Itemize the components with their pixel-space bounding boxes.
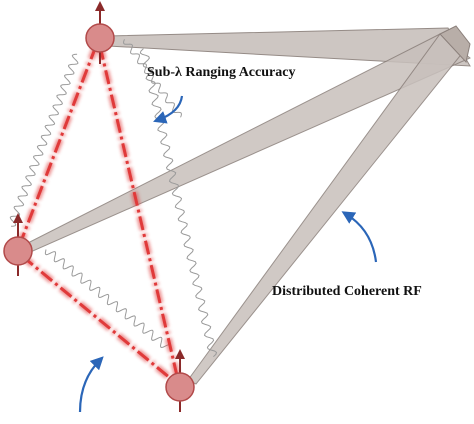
wave-top-right xyxy=(123,39,182,118)
wave-left-edge xyxy=(9,53,79,227)
beam-focus xyxy=(439,25,471,64)
ranging-waves xyxy=(9,39,218,358)
node-left xyxy=(3,213,33,276)
node-circle xyxy=(85,23,115,53)
link-top-left xyxy=(18,45,98,245)
node-top xyxy=(85,1,115,64)
node-circle xyxy=(3,236,33,266)
beam-from-bottom xyxy=(187,33,469,385)
ranging-arrow xyxy=(153,95,184,124)
ranging-links xyxy=(16,44,182,381)
wave-right-edge xyxy=(139,48,218,358)
wave-bottom-edge xyxy=(44,249,172,350)
rf-arrow xyxy=(341,211,378,263)
distributed-rf-label: Distributed Coherent RF xyxy=(272,284,422,299)
callout-arrows xyxy=(78,95,378,413)
ranging-accuracy-label: Sub-λ Ranging Accuracy xyxy=(147,65,296,80)
link-top-bottom xyxy=(98,45,180,381)
node-circle xyxy=(165,372,195,402)
node-bottom xyxy=(165,349,195,412)
link-left-bottom xyxy=(21,254,171,380)
bottom-arrow xyxy=(78,356,104,413)
